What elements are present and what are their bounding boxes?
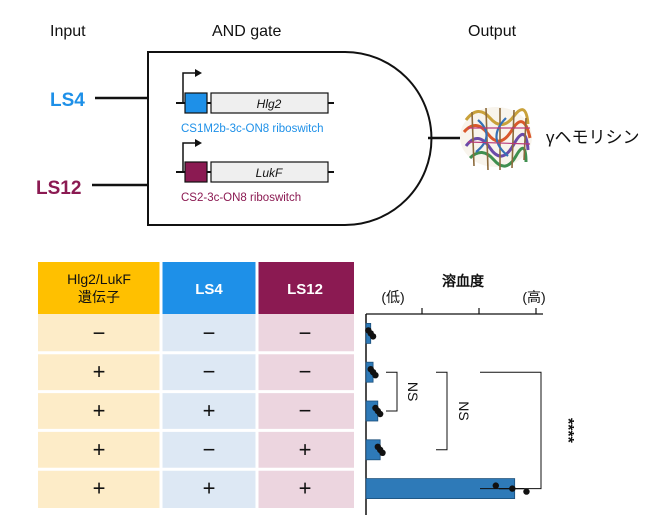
table-cell: − [203,437,216,462]
riboswitch-box-2 [184,161,208,183]
protein-structure-image [460,107,532,171]
gene-construct-lukf: LukF CS2-3c-ON8 riboswitch [176,139,334,204]
header-cell-ls12 [257,262,354,314]
gate-label: AND gate [212,23,281,40]
table-cell: − [203,359,216,384]
table-cell: − [299,359,312,384]
table-cell: + [93,437,106,462]
header-label-ls12: LS12 [287,281,323,298]
riboswitch-label-2: CS2-3c-ON8 riboswitch [181,192,301,204]
header-label-gene-line2: 遺伝子 [78,289,120,305]
column-fill-gene [38,314,161,508]
input-label: Input [50,23,86,40]
riboswitch-box-1 [184,92,208,114]
table-cell: − [299,398,312,423]
axis-low-label: (低) [381,289,404,305]
table-cell: + [203,398,216,423]
significance-bracket [480,371,542,490]
data-point [379,449,386,456]
data-point [369,333,377,340]
gene-construct-hlg2: Hlg2 CS1M2b-3c-ON8 riboswitch [176,69,334,135]
truth-table: Hlg2/LukF 遺伝子 LS4 LS12 − − − + − − + + − + − + + + + [38,262,354,508]
header-label-gene-line1: Hlg2/LukF [67,271,131,287]
promoter-arrowhead-icon [195,69,202,77]
data-point [492,482,499,489]
column-fill-ls4 [161,314,257,508]
output-protein-label: γヘモリシン [546,128,640,147]
header-label-ls4: LS4 [195,281,223,298]
data-point [372,372,379,379]
table-cell: + [93,476,106,501]
gene-box-hlg2 [210,92,329,114]
gene-label-hlg2: Hlg2 [257,97,282,111]
riboswitch-label-1: CS1M2b-3c-ON8 riboswitch [181,123,324,135]
ls12-input-label: LS12 [36,178,81,199]
significance-bracket [436,371,448,451]
chart-title: 溶血度 [442,273,485,289]
table-cell: − [203,320,216,345]
data-point [376,410,384,418]
output-label: Output [468,23,517,40]
promoter-arrowhead-icon [195,139,202,147]
gene-label-lukf: LukF [256,166,283,180]
header-cell-ls4 [161,262,257,314]
table-cell: + [93,359,106,384]
data-point [523,488,530,495]
header-cell-gene [38,262,161,314]
table-cell: + [93,398,106,423]
ls4-input-label: LS4 [50,90,85,111]
gene-box-lukf [210,161,329,183]
table-cell: − [93,320,106,345]
column-fill-ls12 [257,314,354,508]
hemolysis-chart: 溶血度 (低) (高) NS NS **** [365,273,576,515]
promoter-arrow-icon [182,72,196,103]
table-cell: − [299,320,312,345]
promoter-arrow-icon [182,142,196,172]
significance-label: NS [405,382,421,401]
significance-label: NS [456,401,472,420]
significance-label: **** [559,418,576,444]
table-cell: + [299,437,312,462]
table-cell: + [299,476,312,501]
table-cell: + [203,476,216,501]
significance-bracket [386,371,398,412]
axis-high-label: (高) [522,289,545,305]
